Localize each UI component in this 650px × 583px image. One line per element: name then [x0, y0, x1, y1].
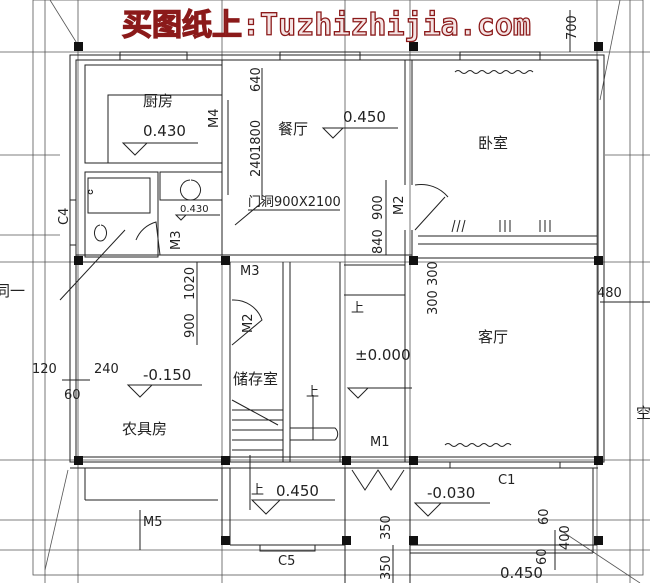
door-m5: M5	[143, 515, 163, 530]
door-m1: M1	[370, 435, 390, 450]
dim-900-a: 900	[371, 195, 386, 220]
level-hall: ±0.000	[355, 346, 411, 364]
room-storage: 储存室	[233, 370, 278, 388]
structural-columns	[74, 42, 603, 545]
dim-900-b: 900	[183, 313, 198, 338]
room-kitchen: 厨房	[143, 92, 173, 110]
dim-400: 400	[558, 525, 573, 550]
dim-60-b: 60	[537, 508, 552, 525]
dim-240-a: 240	[249, 152, 264, 177]
room-bedroom: 卧室	[478, 134, 508, 152]
stair-labels: 上 上 上	[251, 301, 364, 498]
level-markers	[121, 127, 490, 517]
window-c4: C4	[57, 208, 72, 225]
stair-up-porch: 上	[251, 483, 264, 498]
window-labels: C4 C1 C5	[57, 208, 515, 569]
level-bottom: 0.450	[500, 564, 543, 582]
window-c5: C5	[278, 554, 295, 569]
dim-60-c: 60	[535, 548, 550, 565]
room-living: 客厅	[478, 328, 508, 346]
door-labels: M4 M3 M2 M3 M2 M1 M5 门洞900X2100	[143, 109, 407, 531]
door-m4: M4	[207, 109, 222, 129]
level-terrace: -0.030	[427, 484, 475, 502]
dim-480: 480	[597, 286, 622, 301]
dim-120: 120	[32, 362, 57, 377]
door-opening-label: 门洞900X2100	[248, 195, 341, 210]
dim-350-b: 350	[379, 555, 394, 580]
dim-700: 700	[565, 15, 580, 40]
room-dining: 餐厅	[278, 120, 308, 138]
dim-1020: 1020	[183, 267, 198, 300]
dim-840: 840	[371, 229, 386, 254]
level-kitchen: 0.430	[143, 122, 186, 140]
dim-1800: 1800	[249, 120, 264, 153]
door-m3-stair: M3	[240, 264, 260, 279]
level-bath: 0.430	[180, 204, 209, 215]
openings	[69, 51, 561, 552]
level-porch: 0.450	[276, 482, 319, 500]
dimension-labels: 640 1800 240 900 840 700 1020 900 300 30…	[32, 15, 622, 580]
watermark-text: 买图纸上:Tuzhizhijia.com	[122, 8, 531, 43]
stair-up-hall: 上	[351, 301, 364, 316]
dim-350-a: 350	[379, 515, 394, 540]
room-labels: 厨房 餐厅 卧室 客厅 储存室 农具房 同一 空	[0, 92, 650, 438]
window-c1: C1	[498, 473, 515, 488]
door-m2-storage: M2	[241, 314, 256, 334]
level-dining: 0.450	[343, 108, 386, 126]
room-partial-left: 同一	[0, 282, 25, 300]
room-tool-room: 农具房	[122, 420, 167, 438]
level-labels: 0.430 0.450 0.430 ±0.000 -0.150 0.450 -0…	[143, 108, 543, 582]
dimension-lines	[59, 10, 650, 583]
door-m2-bedroom: M2	[392, 196, 407, 216]
room-partial-right: 空	[636, 404, 650, 422]
level-tool-room: -0.150	[143, 366, 191, 384]
dim-240-b: 240	[94, 362, 119, 377]
dim-60-a: 60	[64, 388, 81, 403]
door-m3-bath: M3	[169, 231, 184, 251]
stair-up-storage: 上	[306, 385, 319, 400]
dim-300-300: 300 300	[426, 261, 441, 315]
dim-640: 640	[249, 67, 264, 92]
